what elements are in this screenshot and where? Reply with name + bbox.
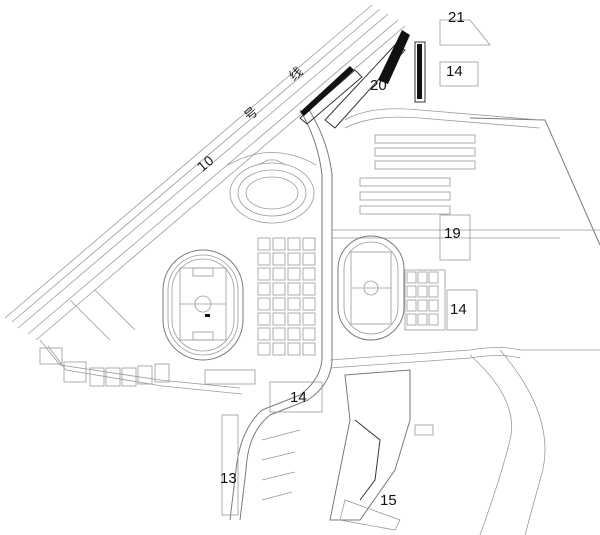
main-stadium [162, 249, 244, 361]
zone-label-21: 21 [448, 9, 465, 26]
court-cell [302, 327, 316, 341]
court-cell [272, 297, 286, 311]
court-cell [287, 297, 301, 311]
court-cell [287, 312, 301, 326]
zone-label-20: 20 [370, 77, 387, 94]
outer-boundary [39, 117, 600, 395]
court-cell [257, 342, 271, 356]
court-cell [302, 297, 316, 311]
south-east-area [329, 349, 546, 535]
court-cell [272, 312, 286, 326]
court-cell [302, 342, 316, 356]
west-clusters [39, 289, 256, 387]
metro-line-10-corridor [4, 4, 406, 341]
court-cell [287, 282, 301, 296]
court-cell [272, 327, 286, 341]
court-cell [272, 252, 286, 266]
main-campus-road [229, 107, 600, 521]
court-cell [272, 282, 286, 296]
northeast-buildings [299, 19, 491, 331]
court-cell [272, 237, 286, 251]
court-cell [257, 252, 271, 266]
court-cell [287, 342, 301, 356]
court-cell [257, 237, 271, 251]
sports-field-east [337, 235, 405, 341]
court-cell [257, 312, 271, 326]
court-cell [417, 313, 428, 326]
court-cell [302, 282, 316, 296]
court-cell [406, 285, 417, 298]
court-cell [257, 267, 271, 281]
zone-label-19: 19 [444, 225, 461, 242]
court-cell [287, 252, 301, 266]
court-cell [417, 299, 428, 312]
court-cell [257, 327, 271, 341]
zone-label-14-east: 14 [450, 301, 467, 318]
court-cell [287, 267, 301, 281]
court-cell [417, 285, 428, 298]
zone-label-14-northeast: 14 [446, 63, 463, 80]
court-cell [287, 327, 301, 341]
court-cell [302, 267, 316, 281]
court-cell [272, 342, 286, 356]
court-cell [287, 237, 301, 251]
court-cell [428, 299, 439, 312]
zone-label-15: 15 [380, 492, 397, 509]
court-cell [257, 282, 271, 296]
court-cell [302, 237, 316, 251]
court-cell [257, 297, 271, 311]
court-grid [257, 237, 439, 356]
zone-label-14-south: 14 [290, 389, 307, 406]
court-cell [302, 312, 316, 326]
zone-label-13: 13 [220, 470, 237, 487]
court-cell [428, 285, 439, 298]
court-cell [272, 267, 286, 281]
court-cell [428, 271, 439, 284]
court-cell [406, 299, 417, 312]
oval-lawn [227, 152, 317, 224]
court-cell [428, 313, 439, 326]
court-cell [406, 313, 417, 326]
court-cell [417, 271, 428, 284]
south-buildings [221, 381, 323, 516]
court-cell [302, 252, 316, 266]
court-cell [406, 271, 417, 284]
